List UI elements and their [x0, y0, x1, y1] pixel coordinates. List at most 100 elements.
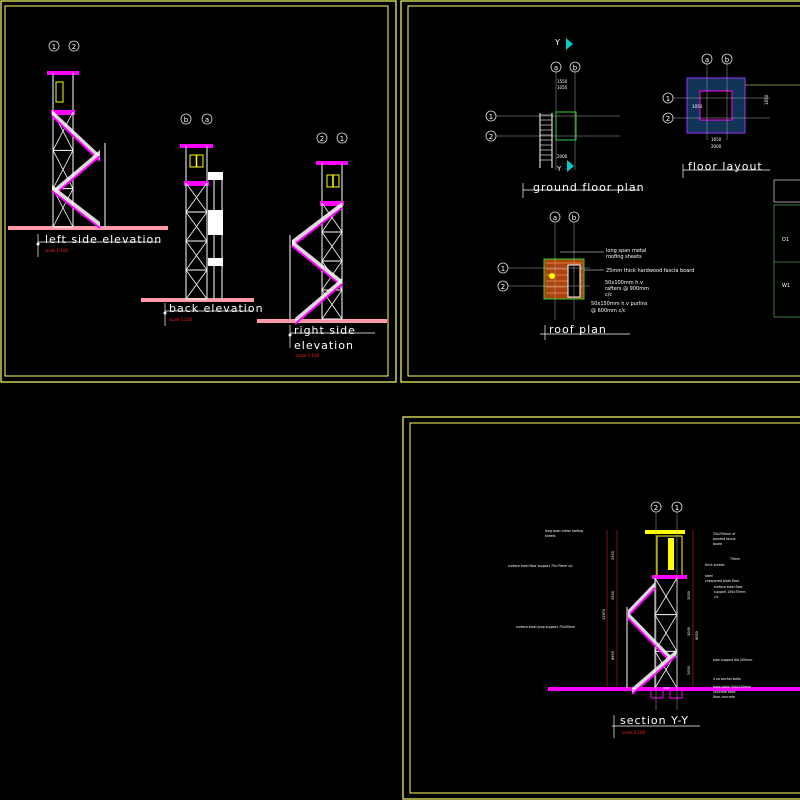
- roof-plan-notes: long span metal roofing sheets 25mm thic…: [591, 248, 694, 314]
- dimension-text: 1650: [764, 94, 769, 105]
- grid-bubble: 2: [501, 283, 505, 291]
- stringer: [51, 190, 101, 229]
- dimension-text: 3000: [687, 627, 691, 636]
- note: 75mm: [730, 557, 740, 561]
- stair-flight: [292, 240, 342, 286]
- floor-layout-title: floor layout: [688, 160, 763, 173]
- note: steel: [705, 574, 713, 578]
- grid-bubble: 1: [340, 135, 344, 143]
- footing: [650, 687, 664, 699]
- cross-brace: [321, 289, 343, 320]
- back-elevation-title: back elevation: [169, 302, 264, 315]
- drawing-geometry: [8, 38, 800, 738]
- stair-flight: [628, 582, 655, 616]
- stair-flight: [628, 612, 670, 661]
- right-elevation-title-1: right side: [294, 324, 356, 337]
- dimension-text: 3500: [611, 591, 615, 600]
- title-marker-dot: [288, 333, 292, 337]
- stair-flight: [292, 202, 342, 246]
- stringer: [291, 207, 343, 247]
- stringer: [51, 115, 101, 162]
- dimension-text: 9050: [695, 631, 699, 640]
- ground-floor-plan-title: ground floor plan: [533, 181, 645, 194]
- roof: [316, 161, 348, 165]
- cross-brace: [52, 188, 74, 228]
- stringer: [627, 617, 671, 662]
- title-marker-dot: [163, 311, 167, 315]
- note: sheets: [545, 534, 556, 538]
- floor-slab: [184, 181, 209, 186]
- note: 25x250mm of: [713, 532, 736, 536]
- column-frame: [555, 111, 577, 141]
- schedule-row: D1: [782, 237, 789, 243]
- frame-sheet1: [0, 0, 397, 383]
- note: surface steel floor support 75x75mm c/c: [508, 564, 573, 568]
- section-dimensions: 12970 2550 3500 8950 3000 9050 3000 2000: [602, 551, 699, 675]
- grid-bubble: a: [705, 56, 709, 64]
- footing: [669, 687, 683, 699]
- frame-sheet2: [400, 0, 800, 383]
- note: long span metal roofing: [545, 529, 583, 533]
- ground-line: [257, 319, 387, 323]
- stair-flight: [295, 278, 342, 324]
- note: painted fascia: [713, 537, 736, 541]
- grid-bubble: a: [553, 214, 557, 222]
- section-marker-label: Y: [556, 165, 562, 173]
- dimension-text: 8950: [611, 651, 615, 660]
- schedule-row: W1: [782, 283, 790, 289]
- note: 25mm thick hardwood fascia board: [606, 268, 694, 274]
- stringer: [54, 155, 101, 195]
- grid-bubble: 1: [489, 113, 493, 121]
- note: rafters @ 900mm: [605, 286, 649, 292]
- roof-plan-title: roof plan: [549, 323, 607, 336]
- roof-section: [645, 530, 685, 534]
- frame-sheet3-inner: [409, 422, 800, 794]
- stair-flight: [52, 185, 100, 228]
- grid-bubble: 2: [72, 43, 76, 51]
- note: 4 no anchor bolts: [713, 677, 741, 681]
- stair-landing: [208, 258, 223, 266]
- note: 50x150mm h.v purlins: [591, 301, 648, 307]
- section-scale: scale 1:100: [622, 730, 646, 735]
- note: @ 600mm c/c: [591, 308, 626, 314]
- note: long span metal: [606, 248, 646, 254]
- stair-landing: [208, 210, 223, 235]
- floor-slab: [652, 575, 687, 579]
- note: surface steel prop support 75x50mm: [516, 625, 575, 629]
- ground-line: [548, 687, 800, 691]
- note: support 150x75mm: [714, 590, 746, 594]
- grid-bubble: b: [184, 116, 189, 124]
- note: concrete base: [713, 690, 736, 694]
- roof: [180, 144, 213, 148]
- left-elevation-scale: scale 1:100: [45, 248, 69, 253]
- note: floor concrete: [713, 695, 735, 699]
- cross-brace: [185, 211, 208, 242]
- section-title: section Y-Y: [620, 714, 689, 727]
- dimension-text: 2000: [557, 154, 568, 159]
- section-arrow-icon: [566, 38, 573, 50]
- grid-bubble: a: [205, 116, 209, 124]
- cross-brace: [185, 182, 208, 213]
- cross-brace: [185, 240, 208, 271]
- ground-line: [8, 226, 168, 230]
- grid-bubble: 2: [654, 504, 658, 512]
- grid-bubble: a: [554, 64, 558, 72]
- stair-flight: [52, 110, 100, 161]
- note: base plate 300x300mm: [713, 685, 751, 689]
- note: surface steel floor: [714, 585, 743, 589]
- roof-marker: [549, 273, 555, 279]
- title-marker-dot: [36, 242, 40, 246]
- left-elevation-title: left side elevation: [45, 233, 162, 246]
- floor-slab: [320, 201, 344, 206]
- frame-sheet1-inner: [4, 5, 389, 377]
- note: 50x100mm h.v: [605, 280, 643, 286]
- grid-bubble: 1: [675, 504, 679, 512]
- grid-bubble: 2: [666, 115, 670, 123]
- floor-slab: [51, 110, 75, 115]
- schedule-table: [773, 179, 800, 318]
- grid-bubble: 1: [52, 43, 56, 51]
- cross-brace: [185, 269, 208, 300]
- cross-brace: [52, 150, 74, 189]
- stair-landing: [208, 172, 223, 180]
